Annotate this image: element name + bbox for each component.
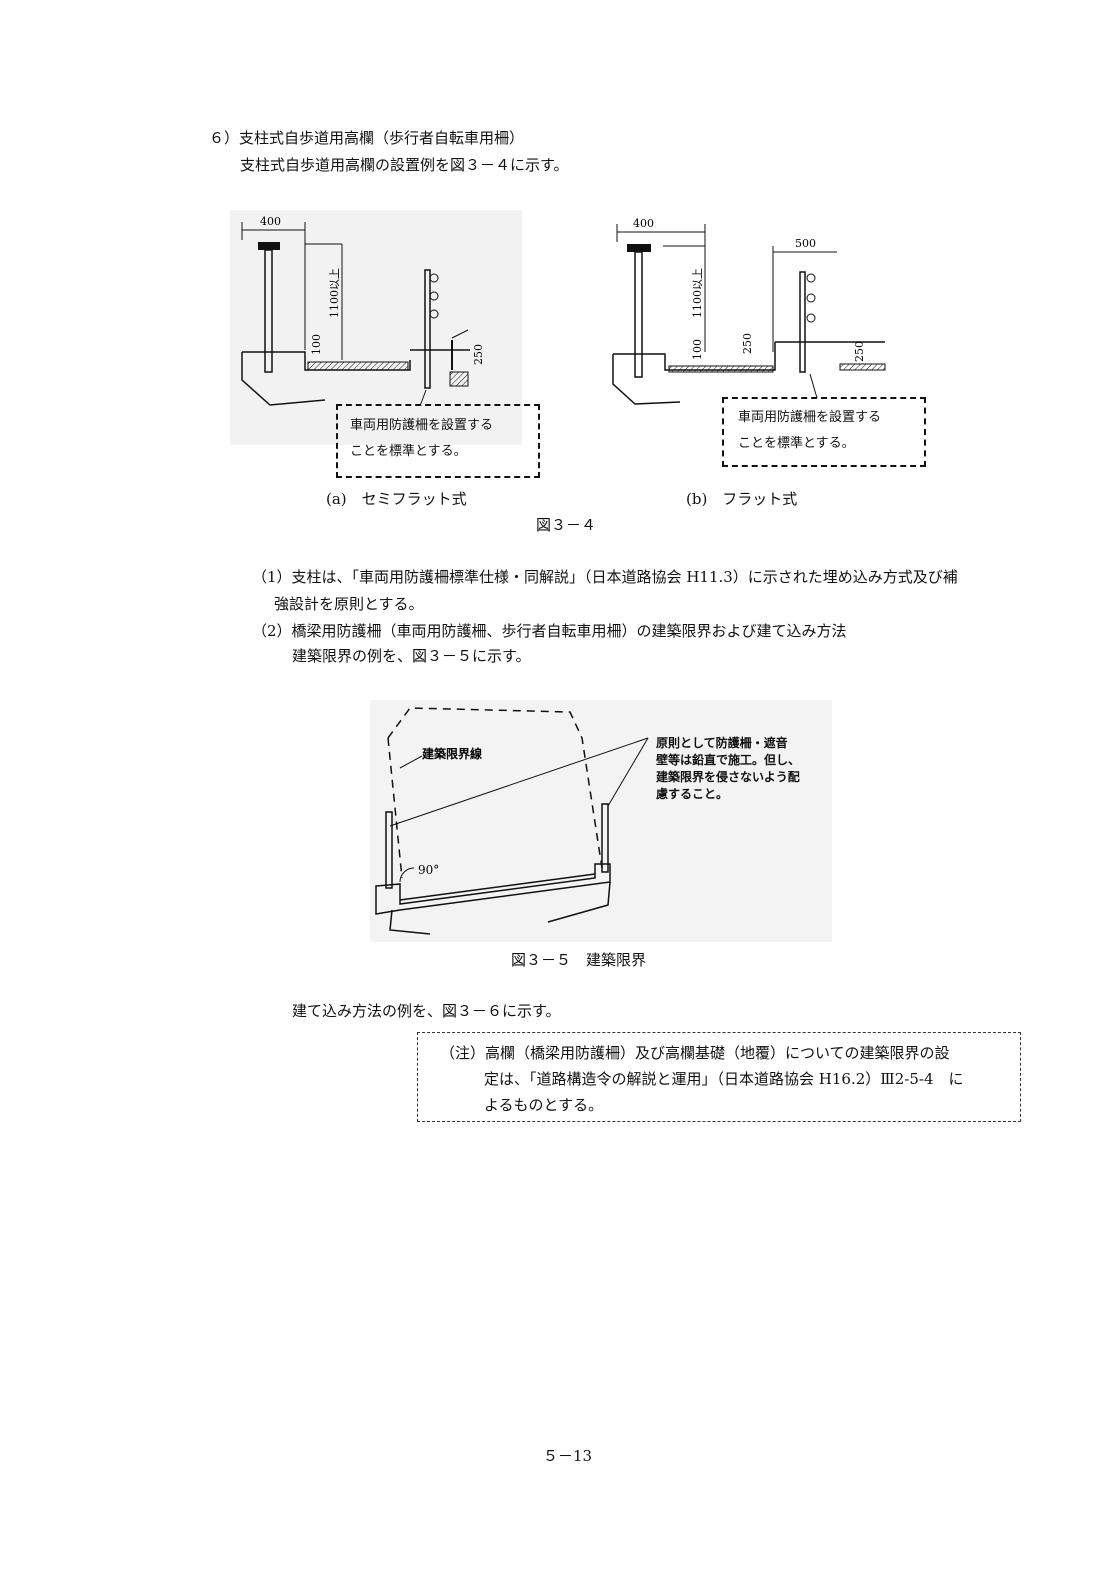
fig34a-note-line1: 車両用防護柵を設置する (350, 418, 494, 433)
fig34a-caption: (a) セミフラット式 (326, 490, 467, 508)
method-text: 建て込み方法の例を、図３－６に示す。 (292, 1002, 561, 1020)
fig34b-dim-top: 400 (633, 217, 654, 230)
fig35-note-line1: 原則として防護柵・遮音 (656, 736, 788, 750)
fig34b-dim-height: 1100以上 (691, 268, 704, 318)
fig34b-dim-mid: 250 (741, 333, 754, 354)
fig34a-note-line2: ことを標準とする。 (350, 444, 467, 459)
fig35-angle: 90° (418, 863, 439, 877)
fig34a-dim-right: 250 (472, 344, 485, 365)
note-line3: よるものとする。 (484, 1096, 604, 1114)
fig35-note-line3: 建築限界を侵さないよう配 (656, 770, 800, 784)
item1-line1: （1）支柱は、「車両用防護柵標準仕様・同解説」（日本道路協会 H11.3）に示さ… (252, 568, 958, 586)
fig34b-dim-right: 250 (853, 341, 866, 362)
fig34b-note-box (722, 397, 926, 467)
fig34b-dim-top2: 500 (795, 237, 816, 250)
fig35-label-line: 建築限界線 (421, 746, 482, 761)
fig34b-note-line1: 車両用防護柵を設置する (738, 410, 882, 425)
fig35-note-line2: 壁等は鉛直で施工。但し、 (656, 753, 801, 767)
fig34a-note-box (336, 404, 540, 478)
note-line1: （注）高欄（橋梁用防護柵）及び高欄基礎（地覆）についての建築限界の設 (440, 1044, 950, 1062)
figure-3-4b-diagram: 400 500 1100以上 100 250 250 (612, 217, 886, 405)
section-intro: 支柱式自歩道用高欄の設置例を図３－４に示す。 (240, 156, 569, 174)
page-number: ５－13 (543, 1447, 593, 1465)
fig35-note-line4: 慮すること。 (656, 787, 729, 801)
fig34b-caption: (b) フラット式 (686, 490, 798, 508)
fig34b-dim-curb: 100 (691, 339, 704, 360)
fig34-caption: 図３－４ (536, 516, 597, 534)
fig34a-dim-height: 1100以上 (328, 268, 341, 318)
section-heading: ６）支柱式自歩道用高欄（歩行者自転車用柵） (209, 129, 525, 147)
fig35-caption: 図３－５ 建築限界 (511, 951, 647, 969)
item2-line2: 建築限界の例を、図３－５に示す。 (292, 647, 531, 665)
fig34b-note-line2: ことを標準とする。 (738, 436, 855, 451)
item1-line2: 強設計を原則とする。 (274, 595, 424, 613)
item2-line1: （2）橋梁用防護柵（車両用防護柵、歩行者自転車用柵）の建築限界および建て込み方法 (252, 622, 847, 640)
note-line2: 定は、「道路構造令の解説と運用」（日本道路協会 H16.2）Ⅲ2-5-4 に (484, 1070, 964, 1088)
note-box (417, 1032, 1021, 1122)
figure-3-5-diagram: 建築限界線 90° (370, 700, 832, 942)
fig34a-dim-top: 400 (260, 215, 281, 228)
fig34a-dim-curb: 100 (310, 334, 323, 355)
